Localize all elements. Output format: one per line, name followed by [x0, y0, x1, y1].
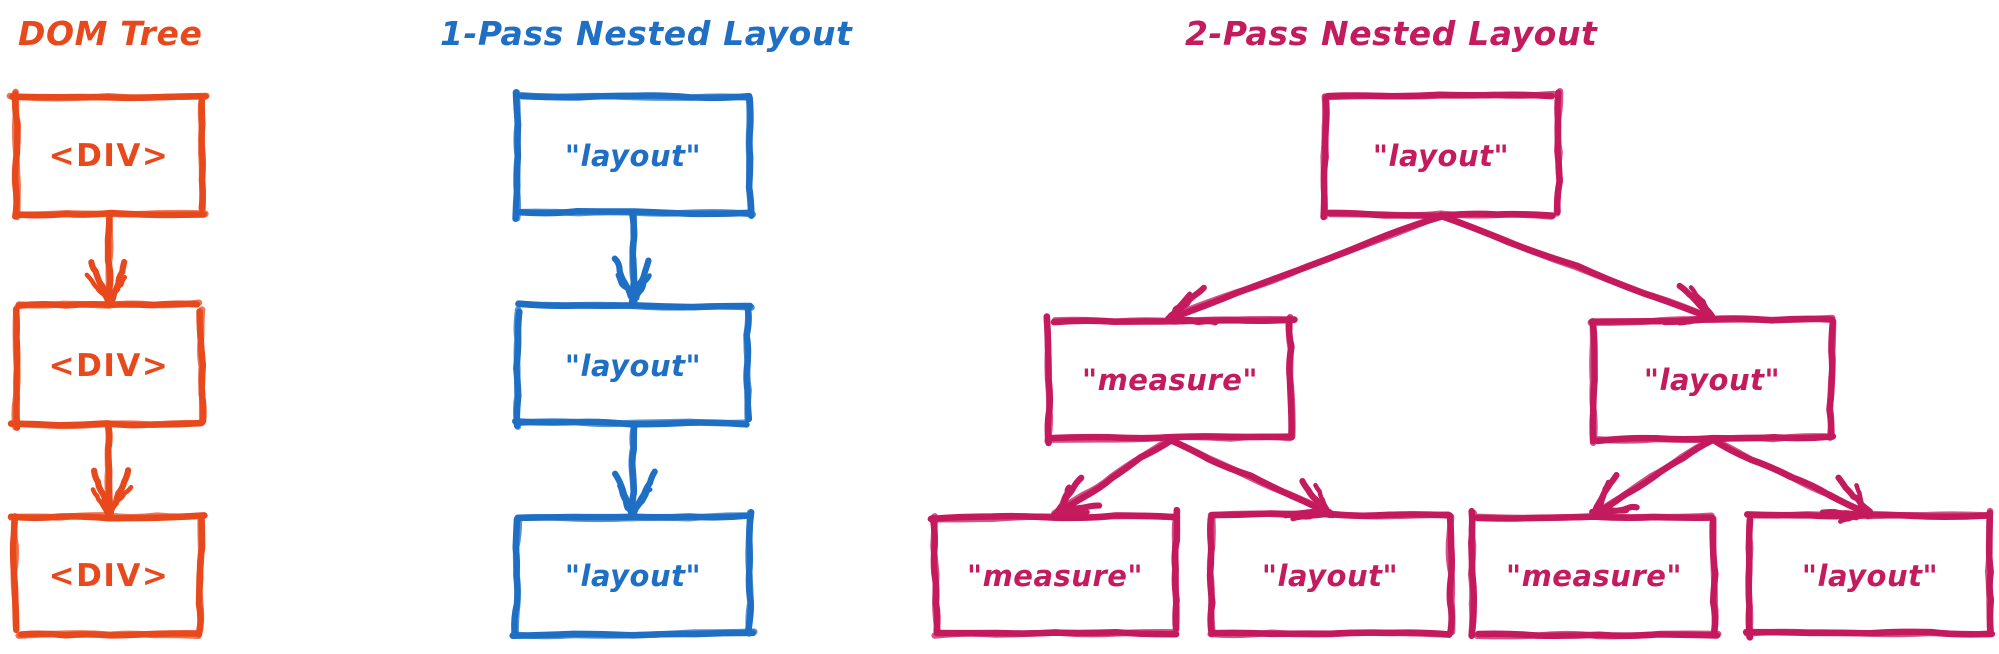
node-box-tp-mid-left[interactable]: "measure" [1043, 313, 1298, 447]
node-box-tp-leaf-1[interactable]: "measure" [927, 506, 1181, 639]
arrow-dom-1-to-dom-2 [84, 213, 128, 309]
node-box-tp-leaf-2[interactable]: "layout" [1206, 510, 1456, 639]
arrow-tp-mid-left-to-tp-leaf-1 [1050, 435, 1175, 519]
node-label-op-1: "layout" [565, 139, 701, 173]
panel-title-one-pass-nested-layout: 1-Pass Nested Layout [440, 14, 853, 53]
arrow-op-1-to-op-2 [611, 212, 652, 310]
arrow-dom-2-to-dom-3 [90, 421, 134, 519]
node-label-dom-2: <DIV> [49, 348, 170, 384]
node-box-tp-root[interactable]: "layout" [1320, 88, 1564, 221]
node-label-op-2: "layout" [565, 349, 701, 383]
node-box-op-2[interactable]: "layout" [512, 300, 755, 430]
node-label-tp-leaf-3: "measure" [1506, 559, 1682, 593]
node-box-op-1[interactable]: "layout" [512, 89, 757, 223]
node-label-tp-root: "layout" [1373, 139, 1509, 173]
node-label-tp-leaf-1: "measure" [967, 559, 1143, 593]
edges-dom-tree [84, 213, 134, 519]
arrow-tp-mid-right-to-tp-leaf-4 [1708, 435, 1875, 524]
panel-two-pass-nested-layout: 2-Pass Nested Layout "layout" "measure" "la… [927, 14, 1996, 641]
node-label-dom-3: <DIV> [49, 558, 170, 594]
node-label-tp-mid-left: "measure" [1082, 363, 1258, 397]
arrow-tp-mid-right-to-tp-leaf-3 [1589, 436, 1716, 519]
node-box-tp-leaf-3[interactable]: "measure" [1467, 507, 1722, 640]
node-box-op-3[interactable]: "layout" [509, 509, 758, 640]
node-box-dom-3[interactable]: <DIV> [7, 512, 208, 639]
node-label-op-3: "layout" [565, 559, 701, 593]
node-box-dom-2[interactable]: <DIV> [7, 299, 207, 431]
panel-title-two-pass-nested-layout: 2-Pass Nested Layout [1185, 14, 1598, 53]
node-label-tp-leaf-2: "layout" [1262, 559, 1398, 593]
node-label-dom-1: <DIV> [49, 138, 170, 174]
panel-one-pass-nested-layout: 1-Pass Nested Layout "layout" "layout" "lay… [440, 14, 853, 640]
node-box-tp-leaf-4[interactable]: "layout" [1742, 507, 1996, 641]
arrow-tp-mid-left-to-tp-leaf-2 [1165, 436, 1336, 522]
panel-title-dom-tree: DOM Tree [18, 14, 203, 53]
panel-dom-tree: DOM Tree <DIV> <DIV> <DIV> [6, 14, 210, 639]
node-box-dom-1[interactable]: <DIV> [6, 88, 210, 221]
arrow-op-2-to-op-3 [612, 423, 658, 520]
node-label-tp-leaf-4: "layout" [1802, 559, 1938, 593]
arrow-tp-root-to-tp-mid-left [1165, 211, 1445, 326]
arrow-tp-root-to-tp-mid-right [1437, 212, 1717, 326]
node-box-tp-mid-right[interactable]: "layout" [1587, 314, 1837, 447]
edges-one-pass-nested-layout [611, 212, 658, 520]
node-label-tp-mid-right: "layout" [1644, 363, 1780, 397]
